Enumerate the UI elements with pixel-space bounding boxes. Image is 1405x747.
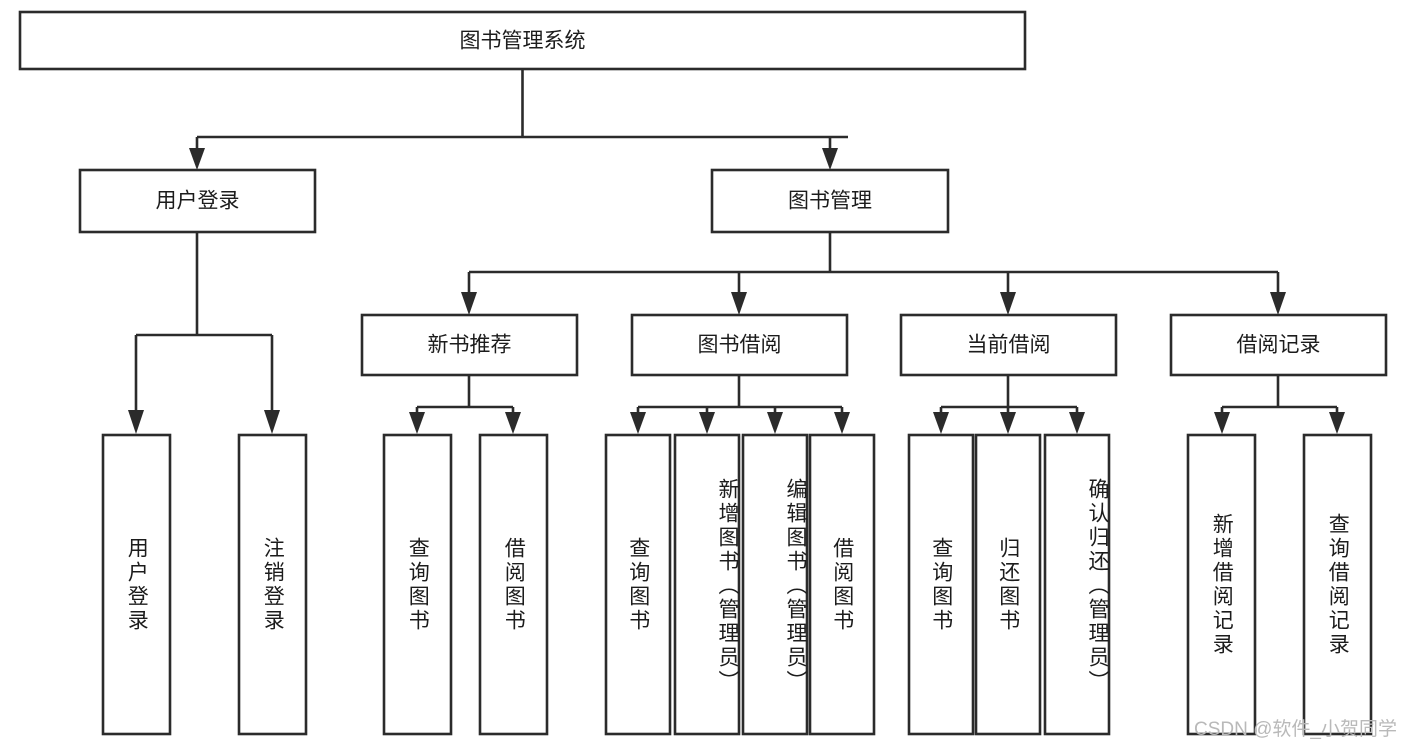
node-leaf-borrow-book-1[interactable] — [478, 433, 549, 736]
connector-root-to-level2 — [189, 69, 848, 170]
node-root[interactable]: 图书管理系统 — [18, 10, 1027, 71]
node-user-login[interactable]: 用户登录 — [78, 168, 317, 234]
node-borrow-record-label: 借阅记录 — [1237, 334, 1321, 357]
node-leaf-confirm-return-admin[interactable] — [1043, 433, 1111, 736]
node-leaf-logout-login[interactable] — [237, 433, 308, 736]
node-book-borrow[interactable]: 图书借阅 — [630, 313, 849, 377]
connector-currentborrow-to-leaves — [933, 375, 1085, 434]
connector-bookborrow-to-leaves — [630, 375, 850, 434]
node-new-book-recommend-label: 新书推荐 — [428, 334, 512, 357]
node-current-borrow-label: 当前借阅 — [967, 334, 1051, 357]
node-book-manage-label: 图书管理 — [788, 190, 872, 213]
connector-userlogin-to-leaves — [128, 232, 280, 434]
connector-borrowrecord-to-leaves — [1214, 375, 1345, 434]
node-leaf-query-book-1[interactable] — [382, 433, 453, 736]
node-book-manage[interactable]: 图书管理 — [710, 168, 950, 234]
node-root-label: 图书管理系统 — [460, 30, 586, 53]
node-current-borrow[interactable]: 当前借阅 — [899, 313, 1118, 377]
node-leaf-query-borrow-record[interactable] — [1302, 433, 1373, 736]
node-leaf-add-borrow-record[interactable] — [1186, 433, 1257, 736]
node-leaf-query-book-2[interactable] — [604, 433, 672, 736]
node-leaf-user-login[interactable] — [101, 433, 172, 736]
node-leaf-borrow-book-2[interactable] — [808, 433, 876, 736]
connector-newbook-to-leaves — [409, 375, 521, 434]
node-borrow-record[interactable]: 借阅记录 — [1169, 313, 1388, 377]
connector-bookmanage-to-level3 — [461, 232, 1286, 315]
node-leaf-add-book-admin[interactable] — [673, 433, 741, 736]
node-new-book-recommend[interactable]: 新书推荐 — [360, 313, 579, 377]
node-user-login-label: 用户登录 — [156, 190, 240, 213]
node-book-borrow-label: 图书借阅 — [698, 334, 782, 357]
node-leaf-query-book-3[interactable] — [907, 433, 975, 736]
node-leaf-edit-book-admin[interactable] — [741, 433, 809, 736]
node-leaf-return-book[interactable] — [974, 433, 1042, 736]
